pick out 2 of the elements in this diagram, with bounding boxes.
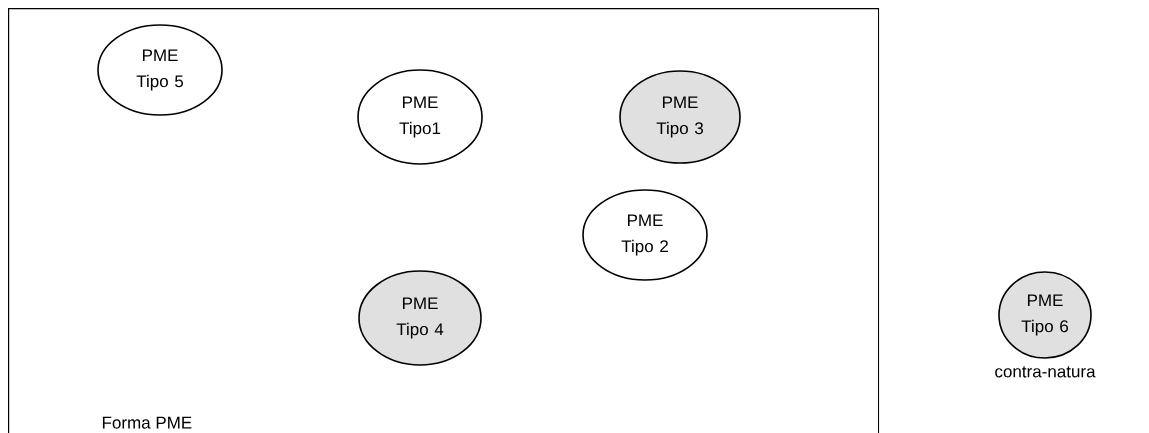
frame-title: Forma PME	[102, 416, 192, 429]
node-label: contra-natura	[995, 366, 1096, 378]
